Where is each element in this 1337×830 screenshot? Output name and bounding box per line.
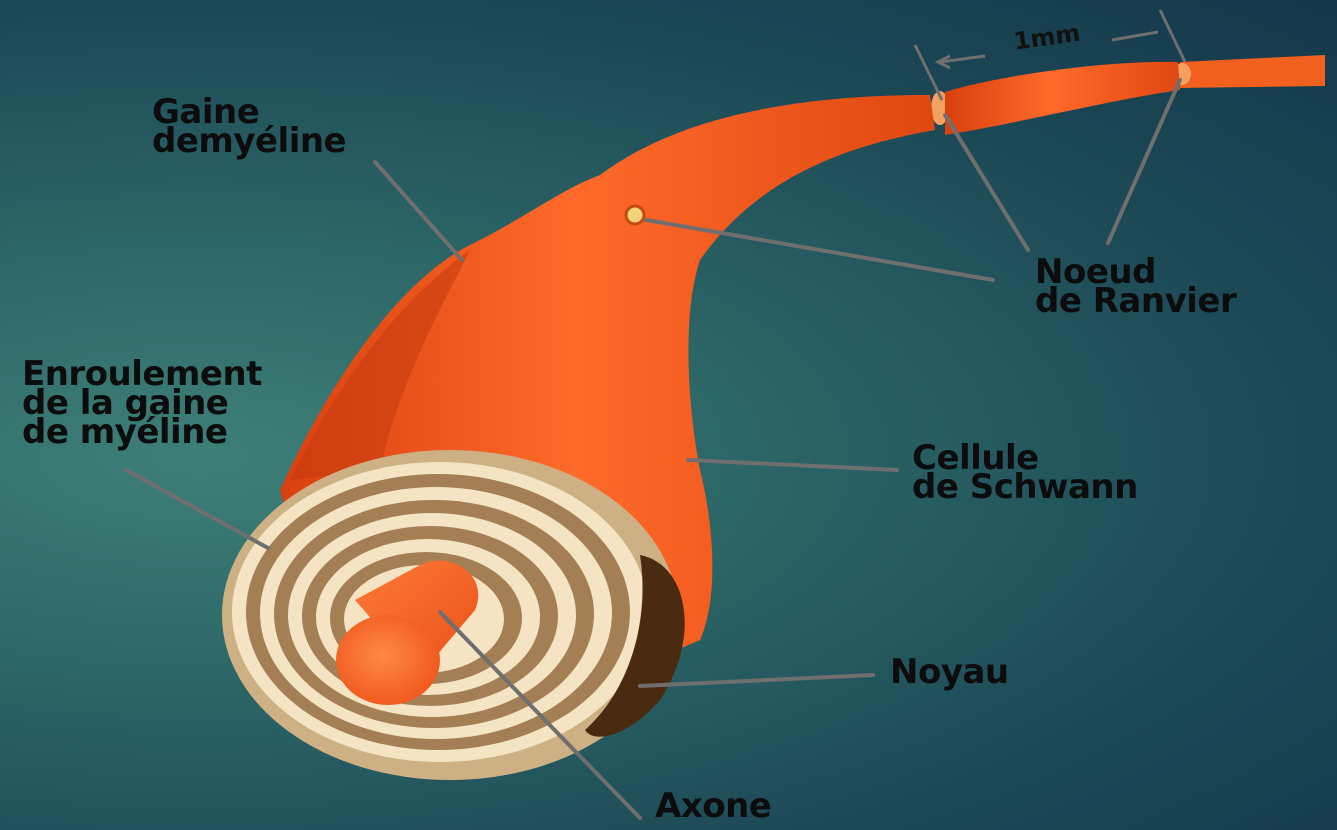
label-noyau-text: Noyau (890, 658, 1009, 687)
leader-noeud-2 (945, 115, 1028, 250)
label-axone-text: Axone (655, 792, 771, 821)
leader-enroulement (126, 470, 268, 548)
label-gaine-de-myeline: Gaine demyéline (152, 98, 346, 156)
leader-cellule (688, 460, 897, 470)
leader-noyau (640, 675, 873, 686)
leader-noeud-3 (1108, 80, 1180, 243)
label-gaine-line2: demyéline (152, 127, 346, 156)
myelin-segment-middle (945, 62, 1180, 135)
label-enroulement: Enroulement de la gaine de myéline (22, 360, 262, 447)
label-noeud-line2: de Ranvier (1035, 287, 1236, 316)
axon-cut-end (336, 615, 440, 705)
label-axone: Axone (655, 792, 771, 821)
label-enroulement-line3: de myéline (22, 418, 262, 447)
label-noyau: Noyau (890, 658, 1009, 687)
label-cellule-line2: de Schwann (912, 473, 1138, 502)
leader-gaine (375, 162, 462, 260)
node-marker (626, 206, 644, 224)
label-noeud-de-ranvier: Noeud de Ranvier (1035, 258, 1236, 316)
label-cellule-de-schwann: Cellule de Schwann (912, 444, 1138, 502)
distal-axon (1180, 55, 1325, 88)
